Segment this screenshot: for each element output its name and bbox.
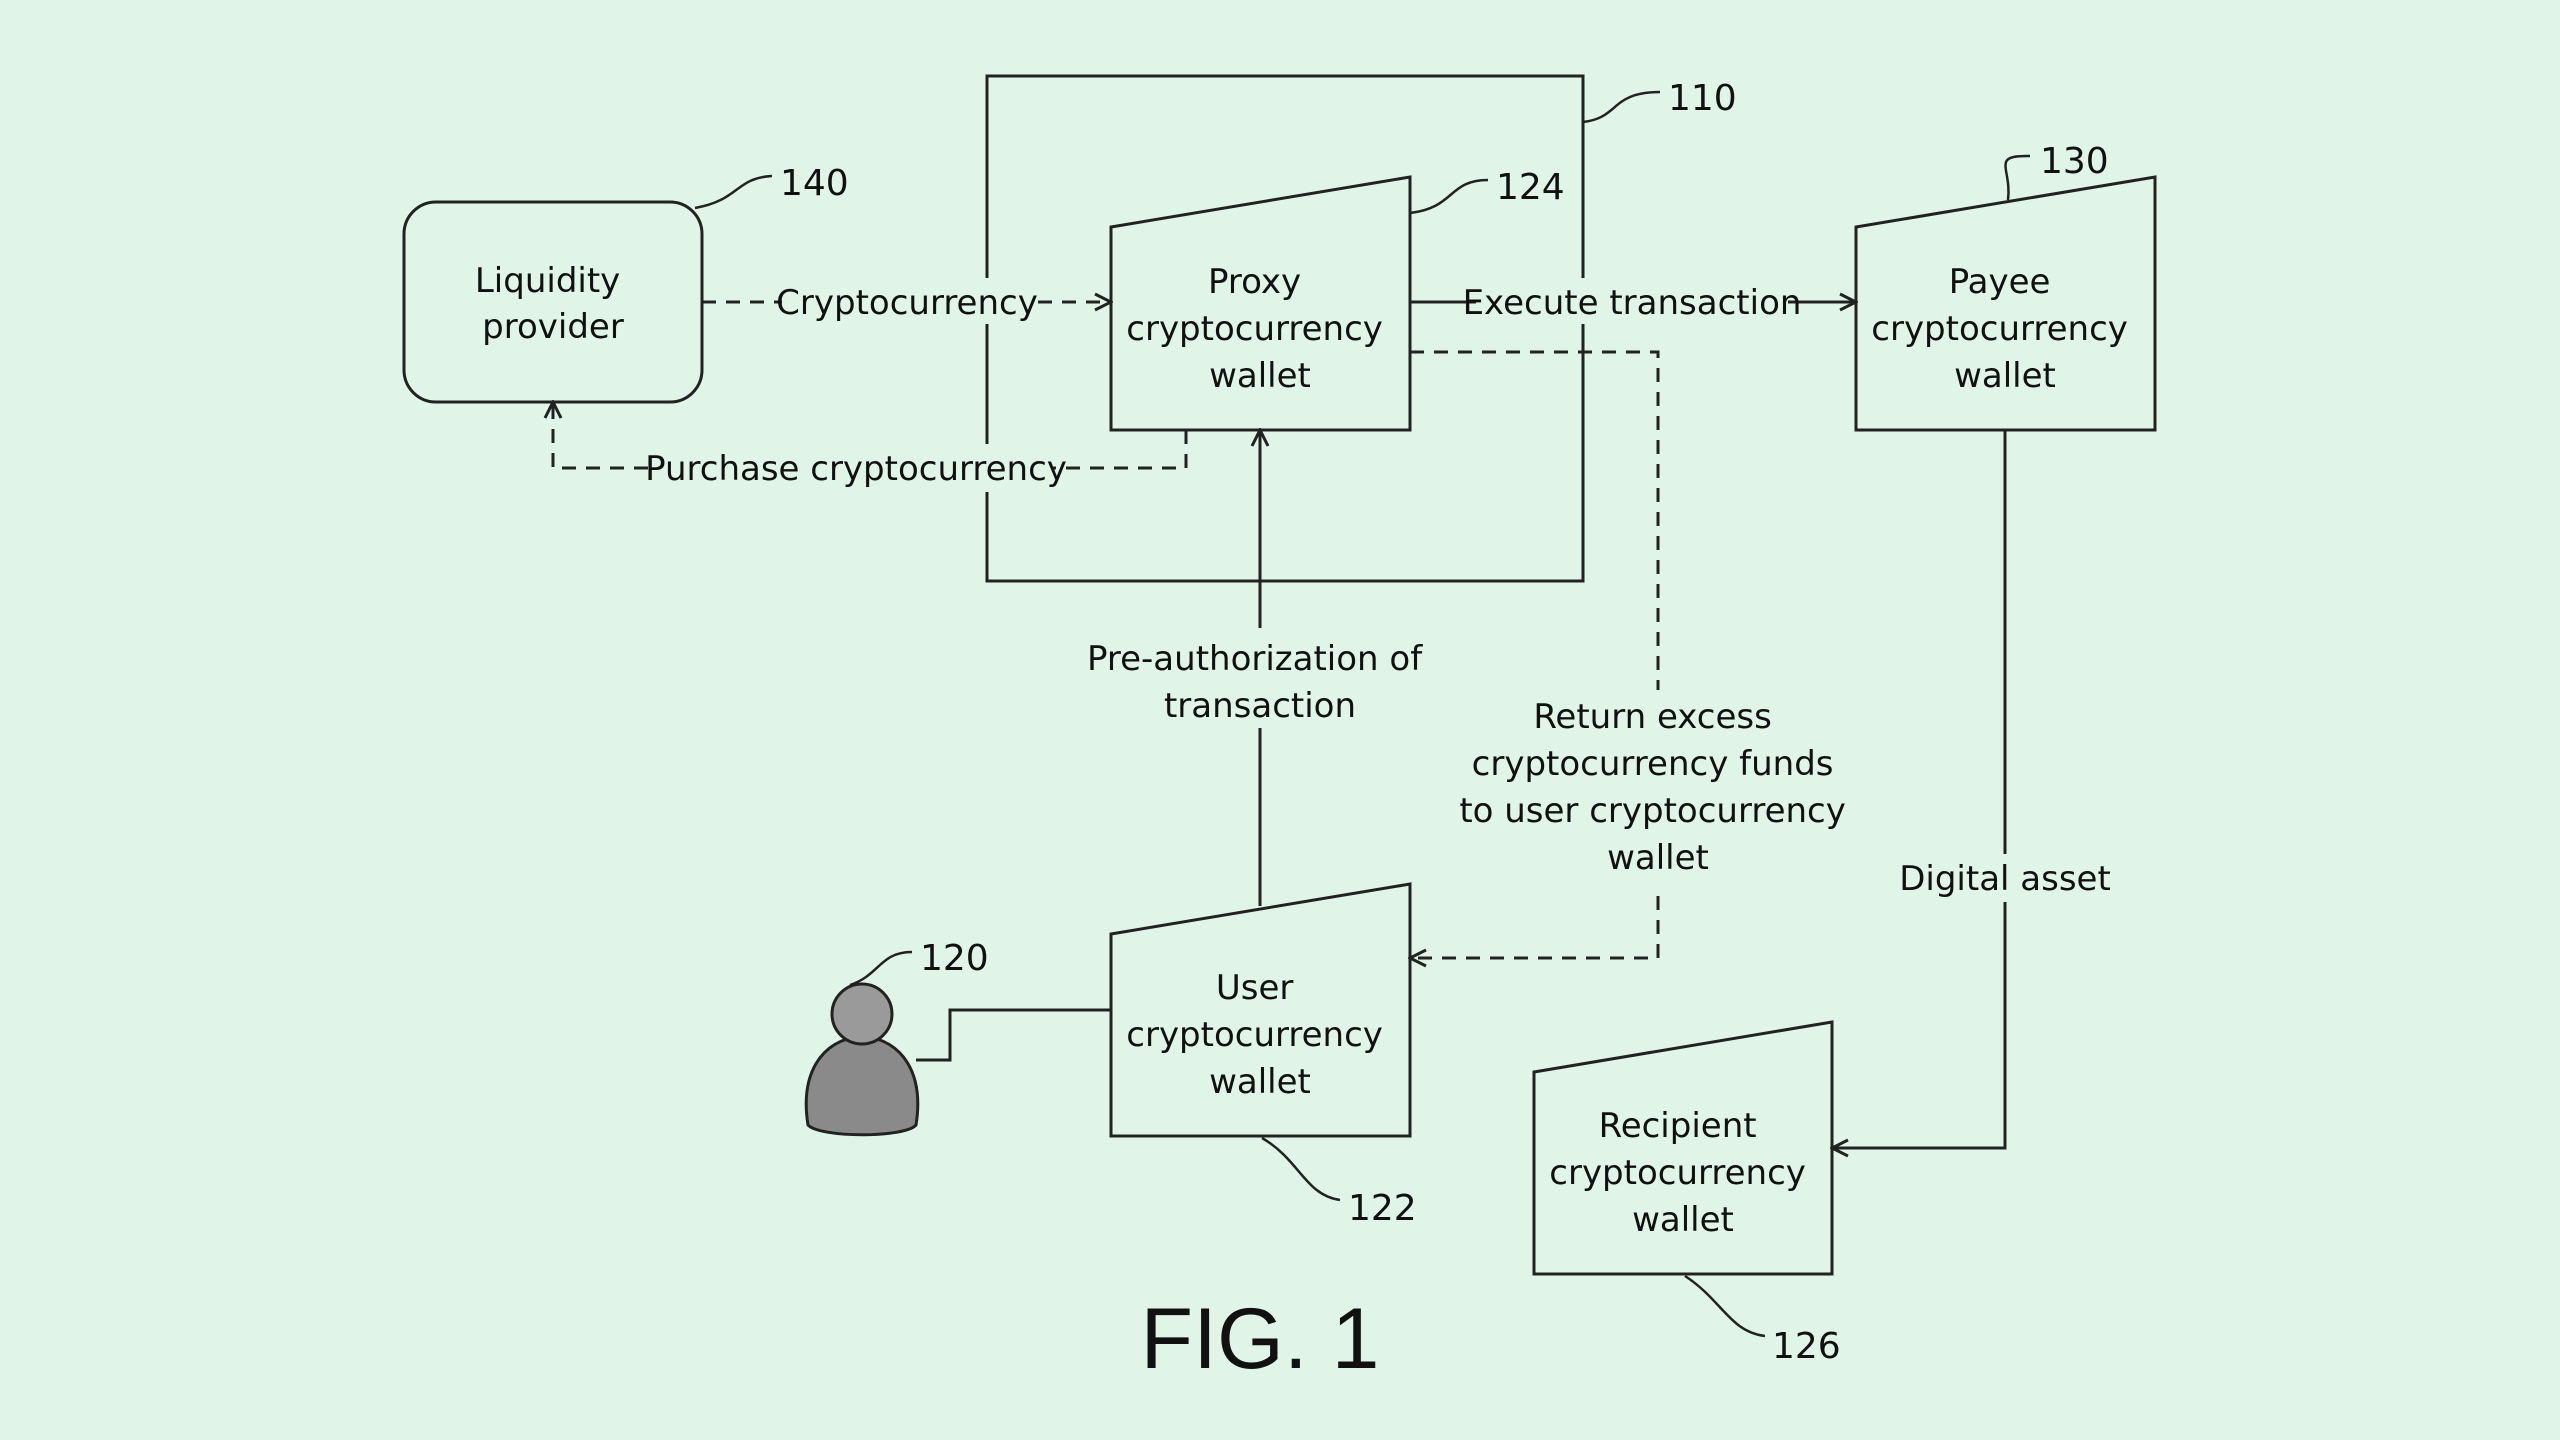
ref-122: 122 xyxy=(1348,1188,1417,1229)
ref-leader-130 xyxy=(2004,154,2031,201)
recipient-wallet-label: Recipient cryptocurrency wallet xyxy=(1549,1106,1816,1240)
ref-leader-126 xyxy=(1684,1274,1766,1338)
user-wallet-label: User cryptocurrency wallet xyxy=(1126,968,1393,1102)
user-wallet-box xyxy=(1109,882,1412,1138)
payee-wallet-label: Payee cryptocurrency wallet xyxy=(1871,262,2138,396)
liquidity-provider-box xyxy=(402,200,704,404)
edge-return-excess xyxy=(1410,350,1660,958)
payee-wallet-box xyxy=(1854,175,2157,432)
edge-label-purchase-cryptocurrency: Purchase cryptocurrency xyxy=(645,449,1067,489)
user-to-wallet-connector xyxy=(916,1008,1111,1062)
ref-120: 120 xyxy=(920,938,989,979)
ref-leader-124 xyxy=(1409,178,1489,215)
edge-digital-asset xyxy=(1832,430,2007,1148)
edge-label-return-excess: Return excess cryptocurrency funds to us… xyxy=(1459,697,1856,878)
edge-label-preauthorization: Pre-authorization of transaction xyxy=(1087,639,1433,726)
ref-leader-120 xyxy=(849,950,913,987)
edge-label-digital-asset: Digital asset xyxy=(1899,859,2111,899)
proxy-wallet-box xyxy=(1109,175,1412,432)
edge-purchase-cryptocurrency xyxy=(553,402,1188,470)
ref-126: 126 xyxy=(1772,1326,1841,1367)
ref-130: 130 xyxy=(2040,141,2109,182)
proxy-wallet-label: Proxy cryptocurrency wallet xyxy=(1126,262,1393,396)
ref-leader-140 xyxy=(694,174,773,210)
system-boundary xyxy=(985,74,1585,583)
edge-label-execute-transaction: Execute transaction xyxy=(1463,283,1802,323)
ref-leader-110 xyxy=(1582,90,1661,124)
ref-110: 110 xyxy=(1668,78,1737,119)
liquidity-provider-label: Liquidity provider xyxy=(475,261,631,347)
user-icon xyxy=(804,982,920,1137)
ref-leader-122 xyxy=(1261,1136,1341,1202)
figure-label: FIG. 1 xyxy=(1141,1291,1380,1387)
edge-label-cryptocurrency: Cryptocurrency xyxy=(776,283,1038,323)
ref-124: 124 xyxy=(1496,167,1565,208)
recipient-wallet-box xyxy=(1532,1020,1834,1276)
ref-140: 140 xyxy=(780,163,849,204)
